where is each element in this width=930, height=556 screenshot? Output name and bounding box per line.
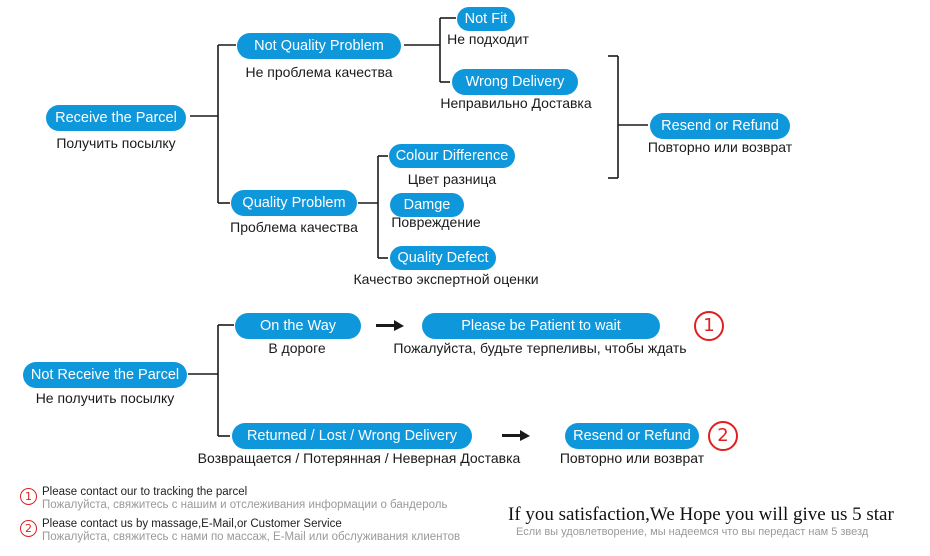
not-receive-parcel-ru: Не получить посылку bbox=[35, 390, 175, 406]
resend-refund-node-bottom: Resend or Refund bbox=[565, 423, 699, 449]
marker-one-icon: 1 bbox=[694, 311, 724, 341]
note-two-en: Please contact us by massage,E-Mail,or C… bbox=[42, 518, 342, 530]
returned-lost-node: Returned / Lost / Wrong Delivery bbox=[232, 423, 472, 449]
note-two-marker-icon: 2 bbox=[20, 520, 37, 537]
resend-refund-ru-bottom: Повторно или возврат bbox=[559, 450, 705, 466]
marker-two-icon: 2 bbox=[708, 421, 738, 451]
not-quality-problem-ru: Не проблема качества bbox=[245, 64, 393, 80]
note-one-marker-icon: 1 bbox=[20, 488, 37, 505]
colour-difference-node: Colour Difference bbox=[389, 144, 515, 168]
damge-node: Damge bbox=[390, 193, 464, 217]
resend-refund-ru-top: Повторно или возврат bbox=[647, 139, 793, 155]
resend-refund-node-top: Resend or Refund bbox=[650, 113, 790, 139]
on-the-way-ru: В дороге bbox=[268, 340, 326, 356]
quality-defect-ru: Качество экспертной оценки bbox=[353, 271, 539, 287]
not-quality-problem-node: Not Quality Problem bbox=[237, 33, 401, 59]
quality-defect-node: Quality Defect bbox=[390, 246, 496, 270]
be-patient-ru: Пожалуйста, будьте терпеливы, чтобы ждат… bbox=[393, 340, 687, 356]
not-fit-node: Not Fit bbox=[457, 7, 515, 31]
returned-lost-ru: Возвращается / Потерянная / Неверная Дос… bbox=[197, 450, 521, 466]
damge-ru: Повреждение bbox=[391, 214, 481, 230]
note-one-en: Please contact our to tracking the parce… bbox=[42, 486, 248, 498]
receive-parcel-node: Receive the Parcel bbox=[46, 105, 186, 131]
on-the-way-node: On the Way bbox=[235, 313, 361, 339]
wrong-delivery-node: Wrong Delivery bbox=[452, 69, 578, 95]
closing-message-en: If you satisfaction,We Hope you will giv… bbox=[508, 504, 894, 525]
note-two-ru: Пожалуйста, свяжитесь с нами по массаж, … bbox=[42, 531, 461, 543]
quality-problem-ru: Проблема качества bbox=[230, 219, 358, 235]
wrong-delivery-ru: Неправильно Доставка bbox=[440, 95, 592, 111]
receive-parcel-ru: Получить посылку bbox=[56, 135, 176, 151]
not-receive-parcel-node: Not Receive the Parcel bbox=[23, 362, 187, 388]
note-one-ru: Пожалуйста, свяжитесь с нашим и отслежив… bbox=[42, 499, 448, 511]
not-fit-ru: Не подходит bbox=[447, 31, 529, 47]
closing-message-ru: Если вы удовлетворение, мы надеемся что … bbox=[516, 526, 869, 538]
quality-problem-node: Quality Problem bbox=[231, 190, 357, 216]
colour-difference-ru: Цвет разница bbox=[407, 171, 497, 187]
be-patient-node: Please be Patient to wait bbox=[422, 313, 660, 339]
